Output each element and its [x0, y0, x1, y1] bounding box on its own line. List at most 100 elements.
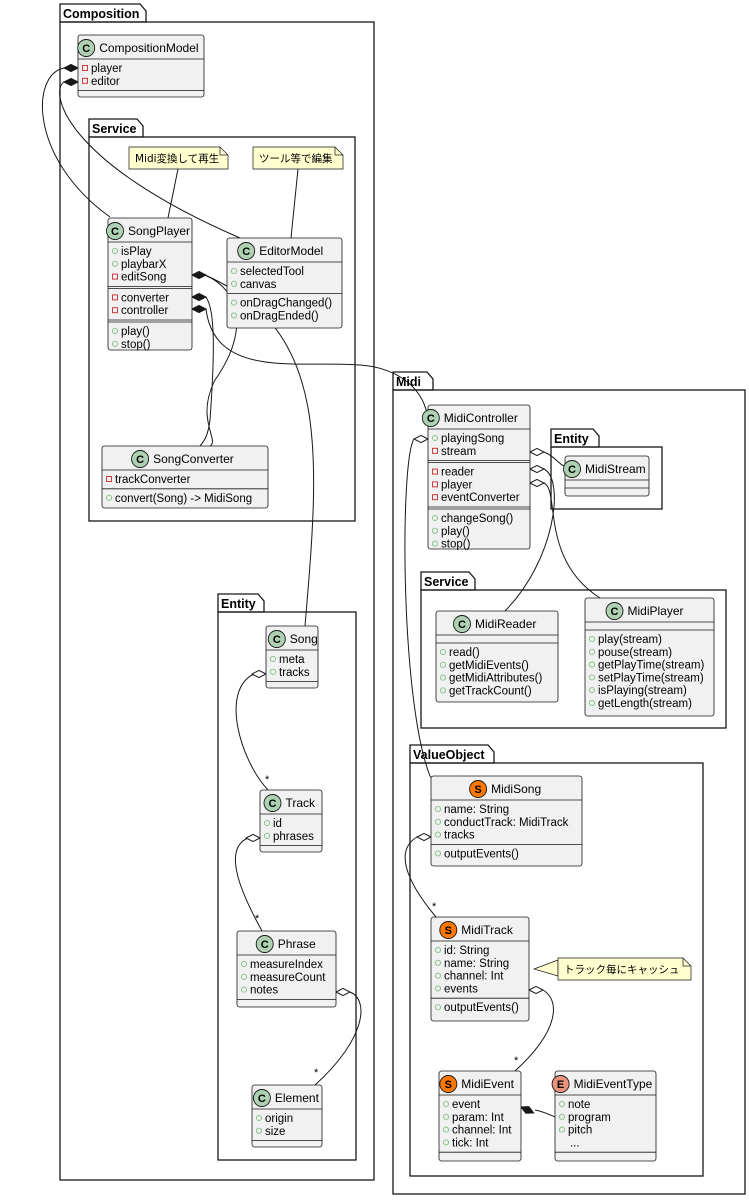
stereotype-badge-icon	[106, 222, 124, 240]
relation-compositionmodel-player	[41, 67, 111, 218]
aggregation-diamond-icon	[244, 833, 262, 843]
package-composition: Composition	[59, 3, 375, 1181]
stereotype-badge-icon	[469, 780, 488, 798]
aggregation-diamond-icon	[412, 434, 430, 444]
class-member: id: String	[444, 945, 489, 957]
class-member: name: String	[444, 958, 509, 970]
class-member: player	[441, 479, 472, 491]
class-member: pouse(stream)	[598, 647, 672, 659]
aggregation-diamond-icon	[250, 669, 268, 679]
class-name: MidiEventType	[574, 1077, 653, 1091]
stereotype-badge-icon	[237, 242, 256, 260]
note-track-cache: トラック毎にキャッシュ	[557, 957, 692, 981]
class-member: getLength(stream)	[598, 698, 692, 710]
note-midi-convert: Midi変換して再生	[128, 146, 229, 219]
stereotype-badge-letter: C	[611, 606, 619, 618]
class-member: player	[91, 63, 122, 75]
multiplicity-label: *	[255, 913, 260, 925]
multiplicity-label: *	[432, 901, 437, 913]
class-member: onDragEnded()	[240, 310, 319, 322]
stereotype-badge-icon	[563, 460, 581, 478]
note-text: Midi変換して再生	[135, 152, 219, 165]
class-member: tracks	[444, 830, 475, 842]
class-member: editSong	[121, 272, 166, 284]
class-member: id	[273, 818, 282, 830]
package-title: Service	[92, 122, 137, 136]
package-title: Entity	[221, 597, 256, 611]
composition-diamond-icon	[190, 292, 208, 302]
class-member: pitch	[568, 1125, 592, 1137]
stereotype-badge-icon	[252, 1089, 271, 1107]
package-composition-service: Service	[88, 118, 356, 522]
composition-diamond-icon	[190, 270, 208, 280]
class-name: Song	[290, 632, 318, 646]
relation-miditrack-events	[514, 989, 554, 1072]
class-member: play(stream)	[598, 634, 662, 646]
class-member: measureIndex	[250, 959, 323, 971]
class-member: phrases	[273, 831, 314, 843]
stereotype-badge-icon	[263, 794, 282, 812]
relation-midicontroller-stream	[543, 451, 566, 467]
class-member: size	[265, 1126, 285, 1138]
relation-midicontroller-reader	[504, 468, 555, 612]
relation-midisong-tracks	[404, 836, 437, 918]
class-member: play()	[121, 326, 150, 338]
class-member: notes	[250, 985, 278, 997]
relation-phrase-element	[314, 991, 362, 1086]
composition-diamond-icon	[190, 304, 208, 314]
class-member: selectedTool	[240, 266, 304, 278]
class-name: CompositionModel	[99, 41, 198, 55]
class-member: channel: Int	[444, 971, 504, 983]
class-member: origin	[265, 1113, 293, 1125]
class-member: getPlayTime(stream)	[598, 660, 704, 672]
class-name: MidiController	[444, 411, 518, 425]
multiplicity-label: *	[265, 774, 270, 786]
aggregation-diamond-icon	[527, 985, 545, 995]
class-member: trackConverter	[115, 474, 191, 486]
class-member: converter	[121, 292, 169, 304]
note-text: ツール等で編集	[259, 152, 333, 165]
package-title: Entity	[554, 432, 589, 446]
aggregation-diamond-icon	[528, 447, 546, 457]
stereotype-badge-letter: S	[445, 925, 452, 937]
stereotype-badge-letter: C	[269, 798, 277, 810]
class-member: getMidiEvents()	[449, 660, 529, 672]
stereotype-badge-icon	[131, 450, 150, 468]
relation-compositionmodel-editor	[59, 81, 241, 239]
class-member: onDragChanged()	[240, 298, 332, 310]
stereotype-badge-letter: E	[557, 1079, 564, 1091]
stereotype-badge-letter: S	[474, 784, 481, 796]
class-member: stream	[441, 446, 476, 458]
class-member: isPlay	[121, 246, 152, 258]
package-title: ValueObject	[413, 748, 485, 762]
class-member: changeSong()	[441, 513, 513, 525]
class-member: program	[568, 1112, 611, 1124]
relation-track-phrase	[234, 837, 263, 932]
class-member: measureCount	[250, 972, 326, 984]
class-member: param: Int	[452, 1112, 505, 1124]
class-member: tick: Int	[452, 1137, 489, 1149]
class-name: EditorModel	[259, 244, 323, 258]
class-member: canvas	[240, 279, 277, 291]
class-member: stop()	[121, 339, 151, 351]
relation-song-track	[235, 673, 269, 791]
stereotype-badge-letter: C	[82, 43, 90, 55]
class-name: MidiEvent	[461, 1077, 514, 1091]
stereotype-badge-letter: C	[111, 226, 119, 238]
package-midi-service: Service	[420, 571, 727, 729]
class-member: conductTrack: MidiTrack	[444, 817, 569, 829]
class-name: MidiTrack	[461, 923, 514, 937]
class-member: events	[444, 983, 478, 995]
composition-diamond-icon	[520, 1106, 535, 1114]
